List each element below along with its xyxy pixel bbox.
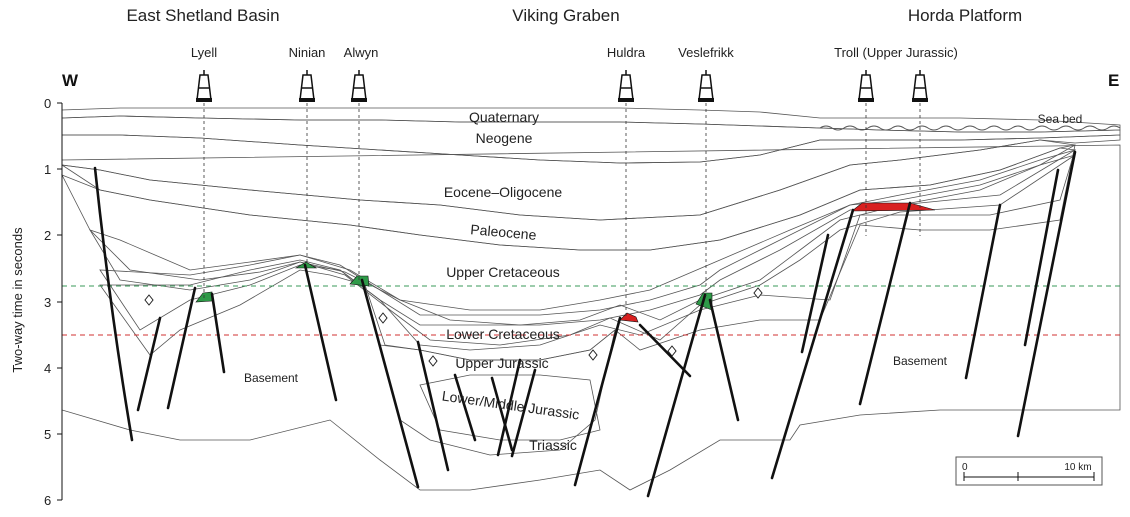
gas-accumulation-huldra (619, 312, 639, 323)
region-title-east-shetland: East Shetland Basin (126, 6, 279, 25)
well-lines (203, 103, 921, 318)
y-tick-label: 6 (44, 493, 51, 508)
gas-accumulation-troll (851, 202, 936, 212)
fault (303, 263, 338, 402)
fault (453, 373, 477, 442)
unit-label-upper-jurassic: Upper Jurassic (455, 355, 548, 371)
field-label-veslefrikk: Veslefrikk (678, 45, 734, 60)
fault (490, 376, 514, 452)
direction-east: E (1108, 71, 1119, 90)
y-tick-label: 4 (44, 361, 51, 376)
region-title-viking: Viking Graben (512, 6, 619, 25)
scale-bar: 0 10 km (955, 456, 1103, 486)
sea-bed-line (819, 125, 1121, 131)
fault (638, 323, 692, 378)
field-label-troll: Troll (Upper Jurassic) (834, 45, 958, 60)
unit-label-quaternary: Quaternary (469, 109, 539, 125)
y-axis-title: Two-way time in seconds (10, 227, 25, 373)
unit-label-neogene: Neogene (476, 130, 533, 146)
fault (964, 203, 1002, 380)
fault (210, 292, 226, 374)
fault (1016, 150, 1077, 438)
fault (646, 293, 707, 498)
unit-label-basement-east: Basement (893, 354, 948, 368)
direction-west: W (62, 71, 79, 90)
fault (573, 316, 622, 487)
fault (858, 201, 912, 406)
rig-icon-ninian (299, 70, 315, 102)
paleocene-layer (61, 139, 1076, 251)
field-label-lyell: Lyell (191, 45, 217, 60)
rig-icon-troll-2 (912, 70, 928, 102)
lower-middle-jurassic-layer (99, 144, 1076, 361)
triassic-layer (379, 328, 616, 456)
diamond-markers (144, 287, 763, 367)
unit-label-upper-cretaceous: Upper Cretaceous (446, 264, 560, 280)
fault (136, 316, 162, 412)
fault (360, 278, 420, 489)
unit-label-lower-middle-jurassic: Lower/Middle Jurassic (441, 387, 580, 422)
region-title-horda: Horda Platform (908, 6, 1022, 25)
lower-cretaceous-layer (89, 154, 1076, 346)
rig-icon-troll-1 (858, 70, 874, 102)
y-tick-label: 3 (44, 295, 51, 310)
faults (93, 150, 1077, 498)
diamond-icon (378, 312, 388, 324)
diamond-icon (588, 349, 598, 361)
fault (510, 368, 537, 458)
basement-layer (61, 144, 1121, 491)
unit-label-eocene-oligocene: Eocene–Oligocene (444, 184, 563, 200)
unit-label-lower-cretaceous: Lower Cretaceous (446, 326, 560, 342)
unit-label-paleocene: Paleocene (470, 221, 538, 243)
fault (800, 233, 830, 354)
fault (496, 358, 522, 457)
fault (708, 298, 740, 422)
unit-label-triassic: Triassic (529, 437, 577, 453)
rig-icon-huldra (618, 70, 634, 102)
y-tick-label: 0 (44, 96, 51, 111)
fault (93, 166, 134, 442)
y-tick-label: 2 (44, 228, 51, 243)
field-label-huldra: Huldra (607, 45, 646, 60)
eocene-oligocene-layer (61, 134, 1121, 221)
rig-icon-veslefrikk (698, 70, 714, 102)
neogene-layer (61, 115, 1121, 164)
fault (770, 208, 855, 480)
unit-label-basement-west: Basement (244, 371, 299, 385)
scale-bar-start: 0 (962, 462, 968, 473)
y-axis-ticks (57, 102, 62, 501)
fault (1023, 168, 1060, 347)
diamond-icon (428, 355, 438, 367)
field-label-ninian: Ninian (289, 45, 326, 60)
lower-middle-jurassic-graben (419, 374, 601, 441)
sea-bed-label: Sea bed (1038, 112, 1083, 126)
fault (166, 286, 197, 410)
diamond-icon (144, 294, 154, 306)
y-tick-label: 5 (44, 427, 51, 442)
quaternary-layer (61, 107, 1121, 133)
diamond-icon (753, 287, 763, 299)
fault (416, 340, 450, 472)
rig-icon-lyell (196, 70, 212, 102)
rig-icon-alwyn (351, 70, 367, 102)
scale-bar-end: 10 km (1064, 462, 1091, 473)
field-label-alwyn: Alwyn (344, 45, 379, 60)
y-tick-label: 1 (44, 162, 51, 177)
oil-accumulation-alwyn (349, 275, 370, 287)
